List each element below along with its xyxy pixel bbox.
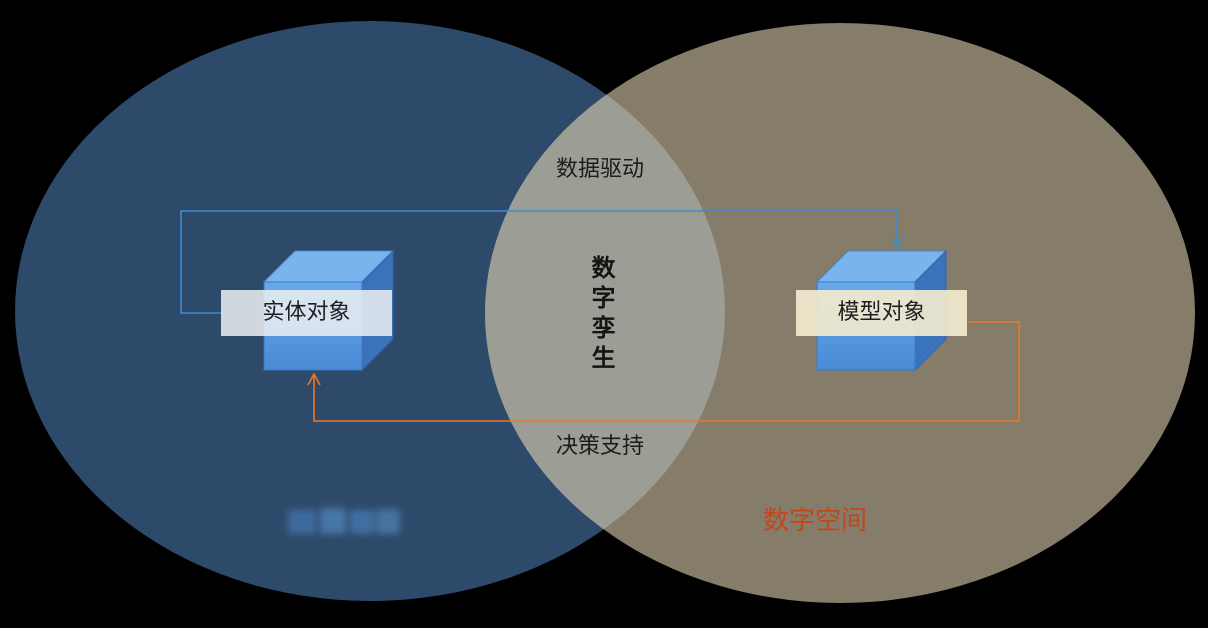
blurred-label-graphic bbox=[288, 508, 400, 534]
overlap-region bbox=[485, 23, 725, 601]
digital-twin-label: 数字孪生 bbox=[587, 255, 615, 375]
digital-space-label: 数字空间 bbox=[762, 506, 867, 536]
data-flow-arrow bbox=[180, 210, 904, 314]
decision-flow-arrow bbox=[307, 321, 1020, 422]
model-object-label: 模型对象 bbox=[796, 290, 967, 336]
data-driven-label: 数据驱动 bbox=[555, 157, 644, 182]
decision-support-label: 决策支持 bbox=[555, 434, 644, 459]
physical-object-label: 实体对象 bbox=[221, 290, 392, 336]
